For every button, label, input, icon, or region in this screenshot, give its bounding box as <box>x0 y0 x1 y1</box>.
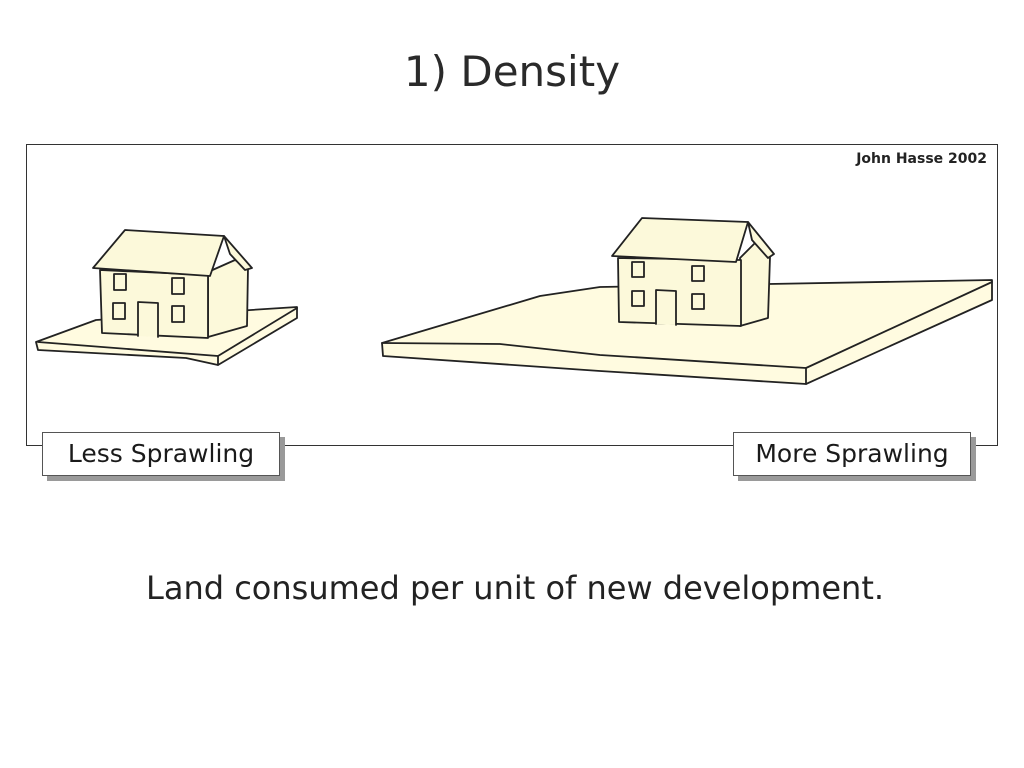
less-sprawling-label: Less Sprawling <box>42 432 280 476</box>
author-credit: John Hasse 2002 <box>856 151 987 167</box>
more-sprawling-label: More Sprawling <box>733 432 971 476</box>
small-house <box>92 229 253 339</box>
caption: Land consumed per unit of new developmen… <box>146 569 885 607</box>
large-house <box>611 217 775 327</box>
slide-title: 1) Density <box>403 47 621 96</box>
large-lot <box>381 279 993 385</box>
